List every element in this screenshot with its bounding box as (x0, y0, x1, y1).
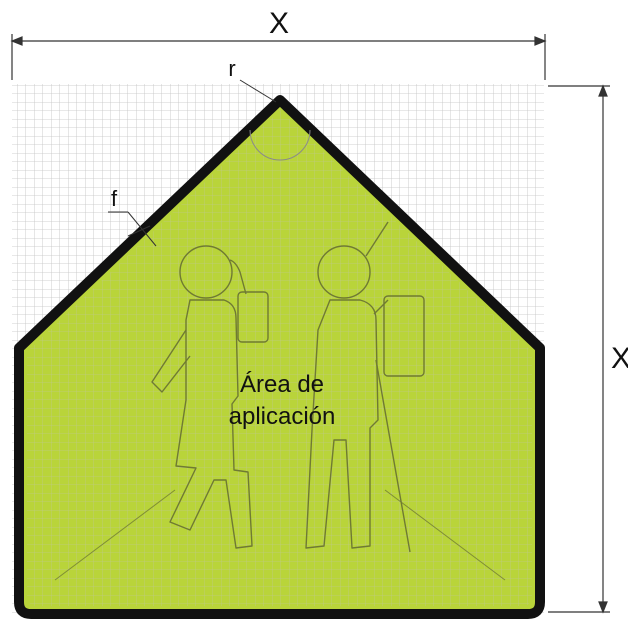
height-label: X (611, 342, 628, 375)
application-area-label-line2: aplicación (229, 403, 336, 430)
frame-leader (108, 211, 157, 247)
corner-radius-arc (249, 129, 311, 161)
height-dimension-line (548, 84, 610, 614)
width-dimension-line (10, 34, 547, 80)
application-area-label-line1: Área de (240, 371, 324, 398)
school-children-crossing-icon (151, 221, 425, 553)
radius-leader (239, 79, 277, 103)
frame-label: f (111, 186, 118, 211)
width-label: X (269, 7, 289, 40)
construction-lines (54, 489, 506, 581)
radius-label: r (228, 56, 235, 81)
